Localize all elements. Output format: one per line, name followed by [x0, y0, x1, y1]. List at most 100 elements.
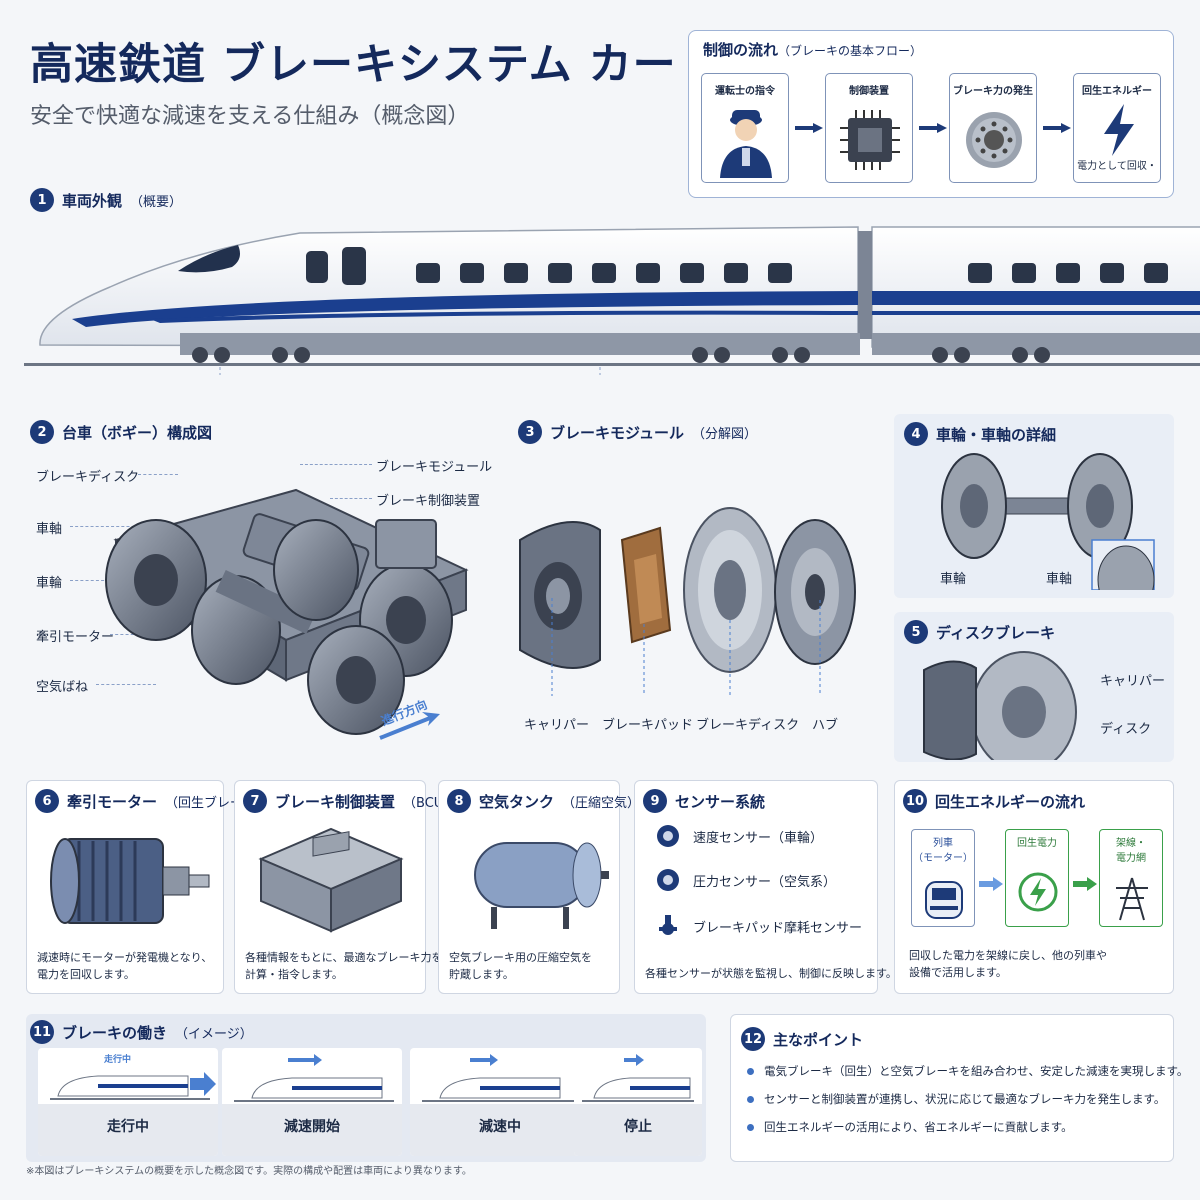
flow-arrow-icon: [1043, 123, 1071, 133]
regen-box-train: 列車 （モーター）: [911, 829, 975, 927]
section-title: 台車（ボギー）構成図: [62, 423, 213, 442]
pad-wear-sensor-icon: [659, 915, 677, 935]
flow-step-foot: 電力として回収・: [1077, 161, 1157, 172]
stage-label: 減速開始: [284, 1119, 340, 1135]
key-point-item: 回生エネルギーの活用により、省エネルギーに貢献します。: [747, 1119, 1171, 1135]
disc-brake-label-disc: ディスク: [1100, 722, 1152, 737]
page-subtitle: 安全で快適な減速を支える仕組み（概念図）: [30, 104, 470, 129]
section-1-heading: 1 車両外観 （概要）: [30, 188, 182, 212]
bogie-label-brake-controller: ブレーキ制御装置: [376, 494, 481, 509]
section-title: 車両外観: [62, 191, 123, 210]
train-front-icon: [925, 881, 963, 919]
train-side-icon: [50, 1072, 216, 1100]
section-2-heading: 2 台車（ボギー）構成図: [30, 420, 212, 444]
bcu-card: 7 ブレーキ制御装置 （BCU） 各種情報をもとに、最適なブレーキ力を計算・指令…: [234, 780, 456, 994]
bogie-label-air-spring: 空気ばね: [36, 680, 89, 695]
module-label-caliper: キャリパー: [524, 718, 590, 733]
regen-box-grid: 架線・ 電力網: [1099, 829, 1163, 927]
stage-running: 走行中 走行中: [38, 1048, 218, 1156]
module-label-brake-pad: ブレーキパッド: [602, 718, 694, 733]
flow-arrow-icon: [919, 123, 947, 133]
section-number: 2: [30, 420, 54, 444]
sensor-desc: 各種センサーが状態を監視し、制御に反映します。: [645, 967, 897, 980]
flow-step-label: 制御装置: [849, 86, 889, 97]
section-title-paren: （分解図）: [691, 426, 757, 442]
leader-line: [70, 580, 130, 581]
disc-brake-panel: 5 ディスクブレーキ キャリパー ディスク: [894, 612, 1174, 762]
section-number: 11: [30, 1020, 54, 1044]
sensor-item: ブレーキパッド摩耗センサー: [655, 913, 862, 939]
section-title: ブレーキ制御装置: [275, 792, 396, 811]
key-points-list: 電気ブレーキ（回生）と空気ブレーキを組み合わせ、安定した減速を実現します。 セン…: [747, 1063, 1188, 1147]
regen-desc: 回収した電力を架線に戻し、他の列車や設備で活用します。: [909, 949, 1107, 979]
section-title: 空気タンク: [479, 792, 555, 811]
traction-motor-card: 6 牽引モーター （回生ブレーキ） 減速時にモーターが発電機となり、電力を回収し…: [26, 780, 269, 994]
disc-brake-label-caliper: キャリパー: [1100, 674, 1166, 689]
brake-module-exploded-illustration: [519, 507, 856, 696]
section-3-heading: 3 ブレーキモジュール （分解図）: [518, 420, 757, 444]
section-4-heading: 4 車輪・車軸の詳細: [904, 422, 1056, 446]
axle-label: 車軸: [1046, 572, 1073, 587]
section-number: 6: [35, 789, 59, 813]
disc-brake-illustration: [923, 651, 1077, 760]
regen-box-power: 回生電力: [1005, 829, 1069, 927]
regen-flow-card: 10 回生エネルギーの流れ 列車 （モーター） 回生電力 架線・ 電力網 回収し…: [894, 780, 1174, 994]
module-label-brake-disc: ブレーキディスク: [696, 718, 800, 733]
page-title: 高速鉄道 ブレーキシステム カード: [30, 40, 721, 90]
pressure-sensor-icon: [657, 869, 679, 891]
footnote: ※本図はブレーキシステムの概要を示した概念図です。実際の構成や配置は車両により異…: [26, 1166, 472, 1177]
train-side-icon: [422, 1054, 582, 1102]
air-tank-illustration: [474, 842, 609, 929]
section-11-heading: 11 ブレーキの働き （イメージ）: [30, 1020, 253, 1044]
section-title: 回生エネルギーの流れ: [935, 792, 1086, 811]
bcu-desc: 各種情報をもとに、最適なブレーキ力を計算・指令します。: [245, 951, 443, 981]
section-number: 9: [643, 789, 667, 813]
chip-icon: [840, 110, 900, 170]
flow-step-label: 回生エネルギー: [1082, 86, 1152, 97]
section-title: 車輪・車軸の詳細: [936, 425, 1057, 444]
flow-step-brake-force: ブレーキ力の発生: [949, 73, 1037, 183]
sensor-card: 9 センサー系統 速度センサー（車輪） 圧力センサー（空気系） ブレーキパッド摩…: [634, 780, 897, 994]
leader-line: [300, 464, 372, 465]
bogie-label-wheel: 車輪: [36, 576, 63, 591]
power-tower-icon: [1116, 877, 1148, 921]
traction-motor-desc: 減速時にモーターが発電機となり、電力を回収します。: [37, 951, 213, 981]
wheel-label: 車輪: [940, 572, 967, 587]
section-number: 7: [243, 789, 267, 813]
section-title: ブレーキの働き: [62, 1023, 168, 1042]
train-exterior-illustration: [24, 226, 1200, 375]
section-12-heading: 12 主なポイント: [741, 1027, 863, 1051]
section-title-paren: （圧縮空気）: [562, 795, 641, 811]
speed-sensor-icon: [657, 825, 679, 847]
stage-label: 停止: [624, 1119, 652, 1135]
driver-icon: [720, 110, 772, 178]
wheel-axle-panel: 4 車輪・車軸の詳細 車輪 車軸: [894, 414, 1174, 598]
section-8-heading: 8 空気タンク （圧縮空気）: [447, 789, 640, 813]
section-number: 5: [904, 620, 928, 644]
module-label-hub: ハブ: [812, 718, 839, 733]
sensor-item: 速度センサー（車輪）: [655, 823, 823, 849]
flow-step-label: ブレーキ力の発生: [953, 86, 1033, 97]
section-title-paren: （概要）: [130, 194, 183, 210]
key-points-card: 12 主なポイント 電気ブレーキ（回生）と空気ブレーキを組み合わせ、安定した減速…: [730, 1014, 1188, 1162]
control-flow-title: 制御の流れ（ブレーキの基本フロー）: [703, 41, 923, 59]
flow-step-controller: 制御装置: [825, 73, 913, 183]
section-number: 12: [741, 1027, 765, 1051]
section-number: 8: [447, 789, 471, 813]
section-title: 主なポイント: [773, 1030, 864, 1049]
section-title: ディスクブレーキ: [936, 623, 1055, 642]
leader-line: [138, 474, 178, 475]
flow-step-regenerative: 回生エネルギー 電力として回収・: [1073, 73, 1161, 183]
flow-arrow-icon: [795, 123, 823, 133]
lightning-icon: [1104, 104, 1134, 156]
stage-label: 減速中: [479, 1119, 521, 1135]
control-flow-panel: 制御の流れ（ブレーキの基本フロー） 運転士の指令 制御装置 ブレーキ力の発生: [688, 30, 1174, 198]
section-number: 1: [30, 188, 54, 212]
key-point-item: センサーと制御装置が連携し、状況に応じて最適なブレーキ力を発生します。: [747, 1091, 1171, 1107]
bogie-label-brake-module: ブレーキモジュール: [376, 460, 493, 475]
section-9-heading: 9 センサー系統: [643, 789, 765, 813]
section-title-paren: （イメージ）: [175, 1026, 253, 1042]
bogie-label-axle: 車軸: [36, 522, 63, 537]
leader-line: [330, 498, 372, 499]
stage-decelerating: 減速中: [410, 1048, 590, 1156]
